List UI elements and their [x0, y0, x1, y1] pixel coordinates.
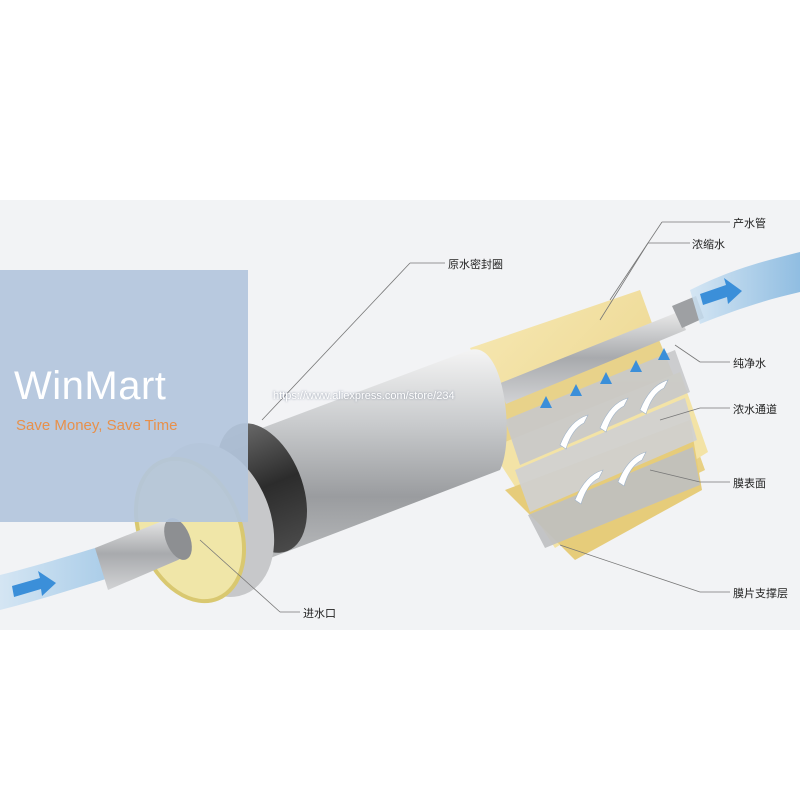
- label-product-tube: 产水管: [733, 217, 766, 230]
- pure-water-arrows: [540, 348, 670, 408]
- inlet-pipe-opening: [164, 518, 192, 560]
- label-membrane-support: 膜片支撑层: [733, 587, 788, 600]
- inlet-pipe: [95, 517, 187, 590]
- brand-name: WinMart: [14, 364, 167, 408]
- label-water-inlet: 进水口: [303, 607, 336, 620]
- product-tube: [498, 312, 686, 404]
- label-concentrate-channel: 浓水通道: [733, 403, 777, 416]
- label-pure-water: 纯净水: [733, 357, 766, 370]
- label-membrane-surface: 膜表面: [733, 477, 766, 490]
- outlet-water-stream: [690, 252, 800, 324]
- concentrate-flow-arrows: [559, 379, 669, 505]
- label-raw-water-seal: 原水密封圈: [448, 258, 503, 271]
- channel-layers: [505, 350, 700, 548]
- label-concentrate: 浓缩水: [692, 238, 725, 251]
- outlet-arrow-icon: [700, 278, 742, 305]
- store-watermark: https://www.aliexpress.com/store/234: [273, 390, 455, 402]
- brand-overlay: [0, 270, 248, 522]
- leader-lines: [199, 221, 730, 613]
- brand-slogan: Save Money, Save Time: [16, 417, 178, 434]
- inlet-arrow-icon: [12, 571, 56, 597]
